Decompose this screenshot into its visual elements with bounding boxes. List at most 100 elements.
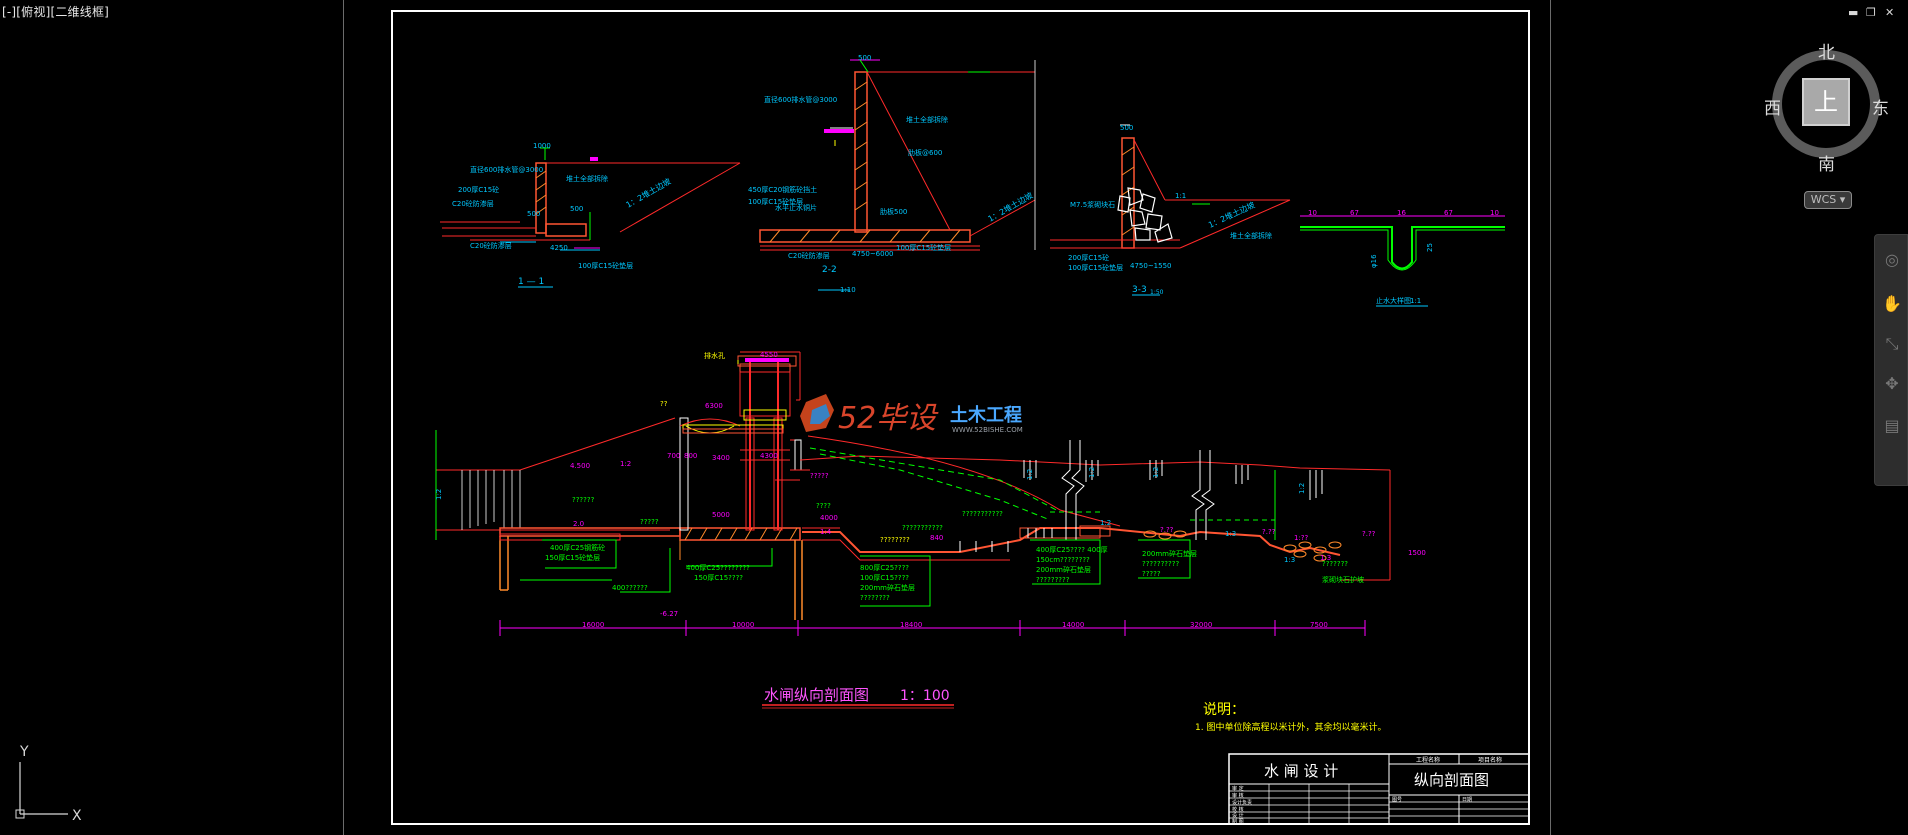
svg-text:100厚C15砼垫层: 100厚C15砼垫层 xyxy=(578,261,633,270)
svg-text:1:??: 1:?? xyxy=(1294,534,1309,542)
restore-button[interactable]: ❐ xyxy=(1866,6,1876,19)
svg-text:500: 500 xyxy=(570,205,583,213)
section-1-1: 直径600排水管@3000 堆土全部拆除 200厚C15砼 C20砼防渗层 C2… xyxy=(440,142,741,288)
svg-text:67: 67 xyxy=(1350,209,1359,217)
svg-text:?.??: ?.?? xyxy=(1362,530,1376,538)
svg-text:C20砼防渗层: C20砼防渗层 xyxy=(788,251,830,260)
svg-text:400厚C25???? 400厚: 400厚C25???? 400厚 xyxy=(1036,546,1108,554)
viewcube-top-face[interactable]: 上 xyxy=(1802,78,1850,126)
compass-east[interactable]: 东 xyxy=(1872,99,1889,119)
svg-text:?.??: ?.?? xyxy=(1262,528,1276,536)
compass-south[interactable]: 南 xyxy=(1818,155,1835,175)
main-longitudinal-section: 16000 10000 18400 14000 32000 7500 4550 … xyxy=(435,351,1426,636)
svg-text:水 闸 设 计: 水 闸 设 计 xyxy=(1264,762,1338,780)
svg-text:200厚C15砼: 200厚C15砼 xyxy=(1068,253,1109,262)
svg-text:52毕设: 52毕设 xyxy=(838,401,939,436)
svg-text:-6.27: -6.27 xyxy=(660,610,678,618)
svg-text:1:3: 1:3 xyxy=(1284,556,1295,564)
svg-text:直径600排水管@3000: 直径600排水管@3000 xyxy=(764,95,837,104)
svg-text:3-3: 3-3 xyxy=(1132,285,1147,295)
main-title: 水闸纵向剖面图 1：100 xyxy=(762,686,954,709)
svg-text:150cm????????: 150cm???????? xyxy=(1036,556,1090,564)
svg-text:1:1: 1:1 xyxy=(1410,297,1421,305)
svg-text:?????????: ????????? xyxy=(1036,576,1070,584)
svg-text:???????????: ??????????? xyxy=(962,510,1003,518)
svg-text:18400: 18400 xyxy=(900,621,922,629)
svg-text:土木工程: 土木工程 xyxy=(950,404,1022,426)
svg-text:100厚C15砼垫层: 100厚C15砼垫层 xyxy=(896,243,951,252)
svg-text:800: 800 xyxy=(684,452,697,460)
watermark: 52毕设 土木工程 WWW.52BISHE.COM xyxy=(800,394,1023,436)
close-button[interactable]: ✕ xyxy=(1885,6,1895,19)
svg-text:100厚C15砼垫层: 100厚C15砼垫层 xyxy=(1068,263,1123,272)
svg-text:肋板500: 肋板500 xyxy=(880,207,907,216)
svg-text:200mm碎石垫层: 200mm碎石垫层 xyxy=(860,583,915,592)
svg-text:项目名称: 项目名称 xyxy=(1478,756,1502,764)
minimize-button[interactable]: ▬ xyxy=(1848,6,1859,19)
svg-text:审 核: 审 核 xyxy=(1232,792,1244,799)
svg-text:32000: 32000 xyxy=(1190,621,1212,629)
svg-text:10: 10 xyxy=(1308,209,1317,217)
svg-text:?.??: ?.?? xyxy=(1160,526,1174,534)
svg-text:?????: ????? xyxy=(640,518,659,526)
svg-text:堆土全部拆除: 堆土全部拆除 xyxy=(566,174,608,183)
svg-text:1:2: 1:2 xyxy=(1100,519,1111,527)
svg-text:150厚C15????: 150厚C15???? xyxy=(694,574,743,582)
svg-text:C20砼防渗层: C20砼防渗层 xyxy=(452,199,494,208)
svg-text:500: 500 xyxy=(858,54,871,62)
svg-text:审 定: 审 定 xyxy=(1232,785,1244,792)
ucs-y-label: Y xyxy=(19,744,29,760)
svg-text:1:2: 1:2 xyxy=(1152,467,1160,478)
svg-text:φ16: φ16 xyxy=(1370,254,1378,268)
svg-text:设计负责: 设计负责 xyxy=(1232,799,1252,806)
svg-text:5000: 5000 xyxy=(712,511,730,519)
svg-text:纵向剖面图: 纵向剖面图 xyxy=(1414,771,1489,789)
svg-text:1：2堆土边坡: 1：2堆土边坡 xyxy=(624,176,672,210)
svg-text:日期: 日期 xyxy=(1462,797,1472,803)
svg-text:100厚C15砼垫层: 100厚C15砼垫层 xyxy=(748,197,803,206)
pan-icon[interactable]: ✋ xyxy=(1882,294,1902,313)
compass-west[interactable]: 西 xyxy=(1764,99,1781,119)
svg-text:WWW.52BISHE.COM: WWW.52BISHE.COM xyxy=(952,426,1023,434)
svg-text:500: 500 xyxy=(527,210,540,218)
svg-text:200mm碎石垫层: 200mm碎石垫层 xyxy=(1142,549,1197,558)
svg-text:400厚C25????????: 400厚C25???????? xyxy=(686,564,750,572)
svg-text:校 核: 校 核 xyxy=(1232,806,1244,813)
svg-text:1:2: 1:2 xyxy=(435,489,443,500)
svg-text:4000: 4000 xyxy=(820,514,838,522)
svg-text:C20砼防渗层: C20砼防渗层 xyxy=(470,241,512,250)
zoom-icon[interactable]: ⤡ xyxy=(1885,334,1899,353)
viewcube[interactable]: 上 北 南 西 东 xyxy=(1764,42,1889,175)
svg-text:200mm碎石垫层: 200mm碎石垫层 xyxy=(1036,565,1091,574)
showmotion-icon[interactable]: ▤ xyxy=(1884,416,1900,435)
svg-text:M7.5浆砌块石: M7.5浆砌块石 xyxy=(1070,200,1115,209)
svg-text:1:3: 1:3 xyxy=(1225,530,1236,538)
svg-text:排水孔: 排水孔 xyxy=(704,351,725,360)
ucs-x-label: X xyxy=(72,808,82,824)
svg-text:1. 图中单位除高程以米计外，其余均以毫米计。: 1. 图中单位除高程以米计外，其余均以毫米计。 xyxy=(1195,721,1386,733)
svg-text:??????????: ?????????? xyxy=(1142,560,1179,568)
svg-text:????: ???? xyxy=(816,502,831,510)
svg-text:700: 700 xyxy=(667,452,680,460)
svg-text:100厚C15????: 100厚C15???? xyxy=(860,574,909,582)
viewport-label[interactable]: [-][俯视][二维线框] xyxy=(2,5,110,19)
section-3-3: 500 M7.5浆砌块石 1:1 堆土全部拆除 200厚C15砼 100厚C15… xyxy=(1050,124,1291,296)
section-2-2: 直径600排水管@3000 堆土全部拆除 肋板@600 450厚C20钢筋砼挡土… xyxy=(748,54,1036,294)
compass-north[interactable]: 北 xyxy=(1818,43,1835,63)
svg-text:1:3: 1:3 xyxy=(1320,554,1331,562)
svg-text:水平止水铜片: 水平止水铜片 xyxy=(775,203,817,212)
svg-text:4750~6000: 4750~6000 xyxy=(852,250,894,258)
wcs-dropdown[interactable]: WCS ▾ xyxy=(1804,191,1852,209)
compass-ring[interactable] xyxy=(1772,50,1880,158)
svg-text:肋板@600: 肋板@600 xyxy=(908,148,942,157)
svg-text:1:4: 1:4 xyxy=(820,528,832,536)
svg-text:1:2: 1:2 xyxy=(1298,483,1306,494)
svg-text:25: 25 xyxy=(1426,243,1434,252)
svg-text:????????: ???????? xyxy=(880,536,910,544)
steering-wheel-icon[interactable]: ◎ xyxy=(1885,250,1899,269)
svg-text:840: 840 xyxy=(930,534,943,542)
svg-text:???????????: ??????????? xyxy=(902,524,943,532)
svg-text:4.500: 4.500 xyxy=(570,462,590,470)
orbit-icon[interactable]: ✥ xyxy=(1885,374,1899,393)
